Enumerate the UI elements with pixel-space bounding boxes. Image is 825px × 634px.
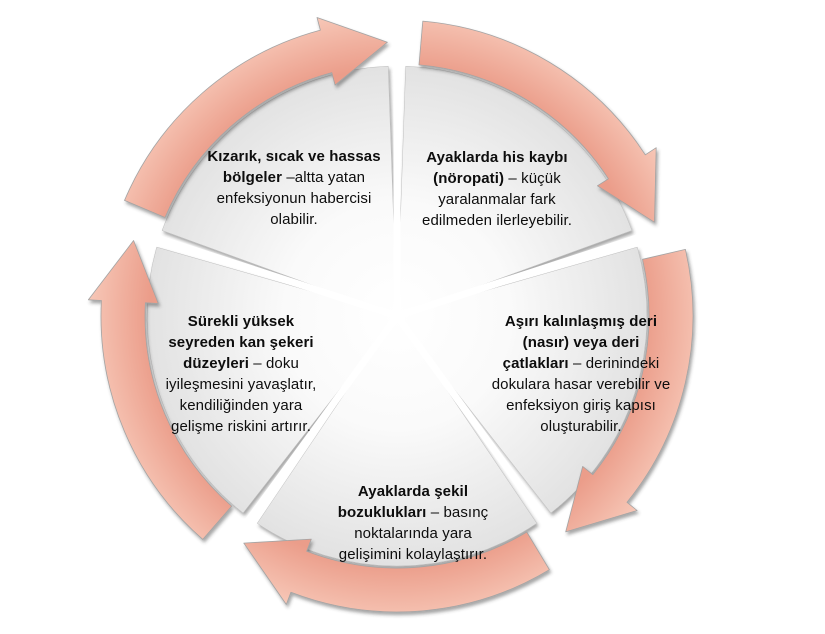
cycle-wedge-right (396, 246, 648, 514)
segment-text-rest: – basınç noktalarında yara gelişimini ko… (338, 504, 489, 563)
segment-text-bold: Ayaklarda şekil bozuklukları (337, 483, 469, 521)
segment-text-rest: –altta yatan enfeksiyonun habercisi olab… (216, 169, 372, 228)
segment-text-bottom: Ayaklarda şekil bozuklukları – basınç no… (323, 481, 503, 565)
segment-text-left: Sürekli yüksek seyreden kan şekeri düzey… (156, 311, 326, 437)
cycle-wedge-bottom (256, 315, 538, 567)
wedge-separator (393, 312, 551, 526)
cycle-arrow-left (88, 240, 233, 540)
cycle-arrow-right (565, 249, 694, 533)
wedge-separator (393, 233, 643, 320)
segment-text-bold: Kızarık, sıcak ve hassas bölgeler (207, 148, 381, 186)
cycle-wedge-left (146, 246, 398, 514)
segment-text-bold: Ayaklarda his kaybı (nöropati) (426, 149, 568, 187)
cycle-wedge-top-right (396, 65, 633, 317)
segment-text-top-right: Ayaklarda his kaybı (nöropati) – küçük y… (405, 147, 590, 231)
wedge-separator (151, 233, 401, 320)
segment-text-bold: Aşırı kalınlaşmış deri (nasır) veya deri… (502, 313, 658, 372)
segment-text-rest: – küçük yaralanmalar fark edilmeden iler… (422, 170, 572, 229)
segment-text-rest: – derinindeki dokulara hasar verebilir v… (491, 355, 671, 435)
segment-text-rest: – doku iyileşmesini yavaşlatır, kendiliğ… (165, 355, 317, 435)
wedge-separator (243, 312, 401, 526)
segment-text-bold: Sürekli yüksek seyreden kan şekeri düzey… (168, 313, 314, 372)
cycle-arrow-bottom (243, 531, 550, 613)
cycle-wedge-top-left (161, 65, 398, 317)
segment-text-top-left: Kızarık, sıcak ve hassas bölgeler –altta… (202, 146, 387, 230)
cycle-arrow-top-right (418, 20, 657, 223)
cycle-arrow-top-left (124, 17, 388, 218)
segment-text-right: Aşırı kalınlaşmış deri (nasır) veya deri… (490, 311, 672, 437)
